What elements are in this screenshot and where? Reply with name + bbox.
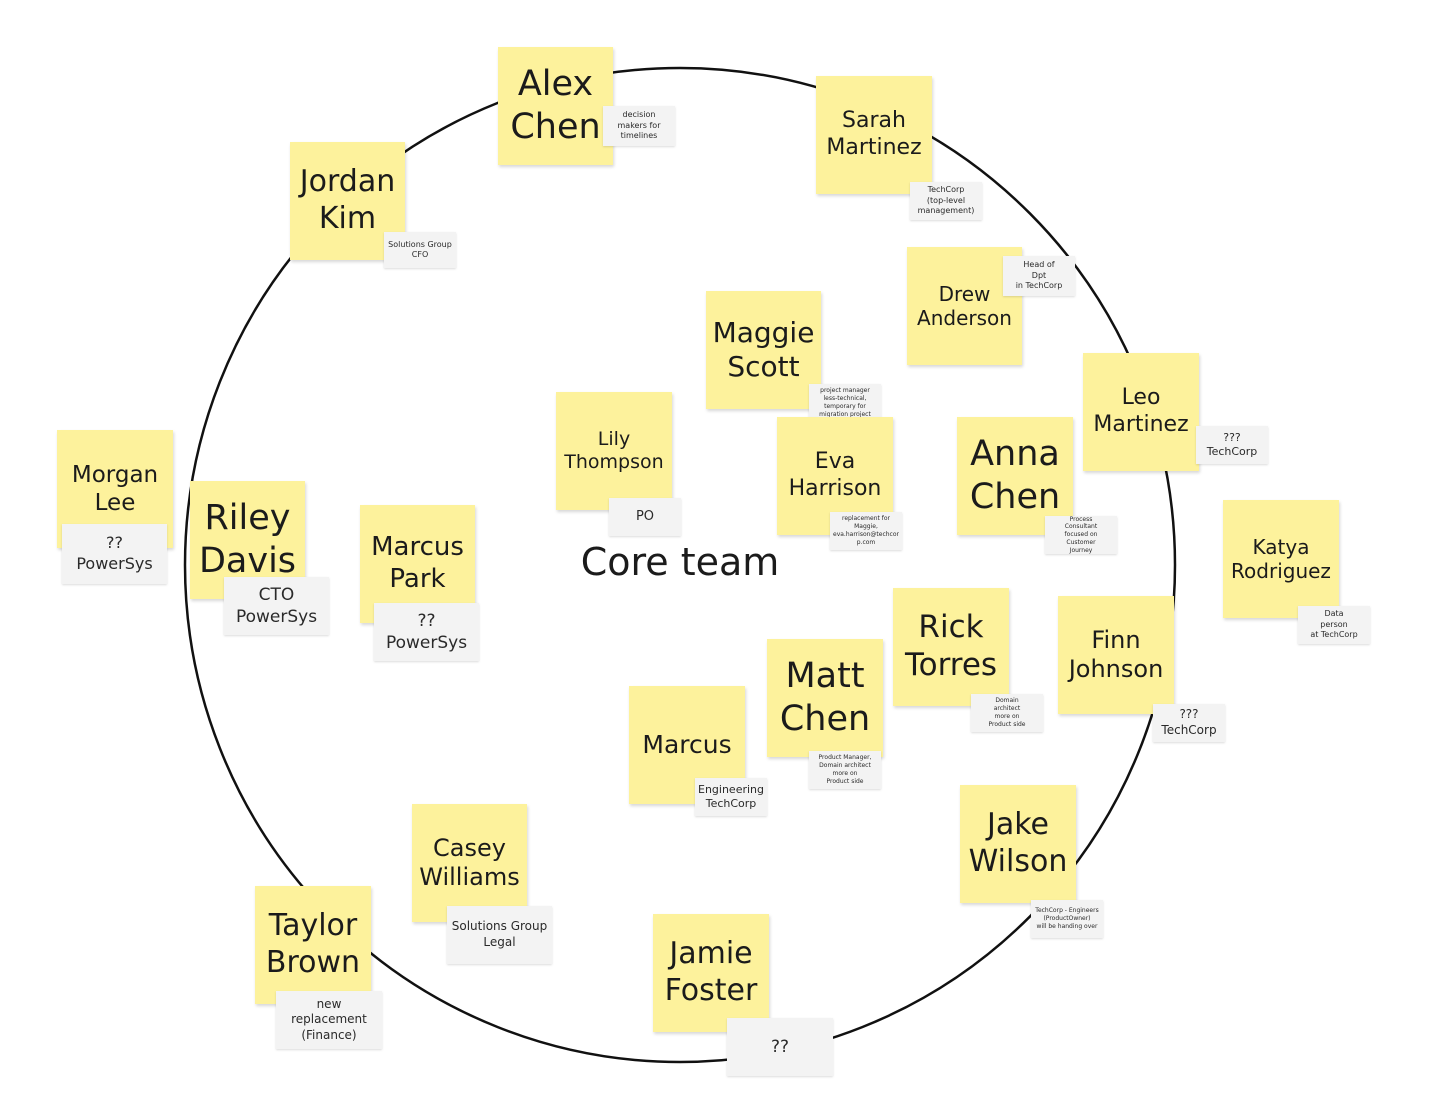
annotation-text: decision makers for timelines — [617, 110, 661, 141]
annotation-card-alex-chen[interactable]: decision makers for timelines — [603, 106, 675, 146]
annotation-card-drew-anderson[interactable]: Head of Dpt in TechCorp — [1003, 256, 1075, 296]
annotation-card-riley-davis[interactable]: CTO PowerSys — [224, 577, 329, 635]
annotation-text: TechCorp - Engineers (ProductOwner) will… — [1035, 907, 1099, 930]
annotation-text: PO — [635, 508, 655, 524]
sticky-note-leo-martinez[interactable]: Leo Martinez — [1083, 353, 1199, 471]
annotation-card-leo-martinez[interactable]: ??? TechCorp — [1196, 426, 1268, 464]
sticky-note-alex-chen[interactable]: Alex Chen — [498, 47, 613, 165]
sticky-note-katya-rodriguez[interactable]: Katya Rodriguez — [1223, 500, 1339, 618]
annotation-card-matt-chen[interactable]: Product Manager, Domain architect more o… — [809, 751, 881, 789]
annotation-card-marcus-park[interactable]: ?? PowerSys — [374, 603, 479, 661]
sticky-label: Maggie Scott — [712, 315, 815, 383]
annotation-text: Data person at TechCorp — [1310, 609, 1358, 640]
sticky-label: Jordan Kim — [299, 164, 396, 236]
annotation-text: ??? TechCorp — [1206, 430, 1258, 458]
sticky-label: Lily Thompson — [564, 427, 664, 473]
annotation-text: ?? PowerSys — [385, 610, 468, 653]
sticky-label: Morgan Lee — [71, 461, 159, 516]
annotation-text: Solutions Group CFO — [388, 239, 452, 259]
sticky-label: Jamie Foster — [664, 936, 758, 1008]
sticky-label: Marcus Park — [371, 532, 464, 594]
sticky-label: Matt Chen — [779, 656, 871, 739]
annotation-card-jordan-kim[interactable]: Solutions Group CFO — [384, 232, 456, 268]
sticky-label: Drew Anderson — [917, 281, 1012, 330]
sticky-label: Riley Davis — [198, 498, 297, 581]
annotation-text: project manager less-technical, temporar… — [819, 387, 871, 418]
annotation-text: ?? PowerSys — [76, 533, 153, 573]
sticky-note-maggie-scott[interactable]: Maggie Scott — [706, 291, 821, 409]
annotation-text: ??? TechCorp — [1161, 707, 1217, 737]
annotation-card-lily-thompson[interactable]: PO — [609, 498, 681, 536]
sticky-note-sarah-martinez[interactable]: Sarah Martinez — [816, 76, 932, 194]
core-team-label: Core team — [580, 540, 780, 584]
sticky-label: Casey Williams — [419, 833, 520, 891]
sticky-label: Alex Chen — [510, 64, 601, 147]
annotation-text: Product Manager, Domain architect more o… — [818, 754, 872, 785]
sticky-label: Marcus — [642, 729, 732, 759]
annotation-text: Solutions Group Legal — [451, 919, 548, 949]
annotation-text: Domain architect more on Product side — [988, 697, 1026, 728]
sticky-note-jamie-foster[interactable]: Jamie Foster — [653, 914, 769, 1032]
annotation-card-taylor-brown[interactable]: new replacement (Finance) — [276, 991, 382, 1049]
annotation-text: new replacement (Finance) — [291, 996, 367, 1042]
annotation-card-anna-chen[interactable]: Process Consultant focused on Customer J… — [1045, 516, 1117, 554]
annotation-text: ?? — [770, 1036, 790, 1057]
annotation-text: Process Consultant focused on Customer J… — [1064, 515, 1098, 554]
annotation-card-morgan-lee[interactable]: ?? PowerSys — [62, 524, 167, 584]
sticky-label: Leo Martinez — [1093, 385, 1189, 437]
annotation-card-casey-williams[interactable]: Solutions Group Legal — [447, 906, 552, 964]
annotation-card-sarah-martinez[interactable]: TechCorp (top-level management) — [910, 182, 982, 220]
annotation-card-jamie-foster[interactable]: ?? — [727, 1018, 833, 1076]
annotation-card-maggie-scott[interactable]: project manager less-technical, temporar… — [809, 384, 881, 422]
sticky-note-casey-williams[interactable]: Casey Williams — [412, 804, 527, 922]
sticky-note-matt-chen[interactable]: Matt Chen — [767, 639, 883, 757]
sticky-label: Finn Johnson — [1068, 625, 1164, 683]
sticky-note-anna-chen[interactable]: Anna Chen — [957, 417, 1073, 535]
annotation-text: replacement for Maggie, eva.harrison@tec… — [833, 515, 899, 546]
sticky-label: Anna Chen — [969, 434, 1061, 517]
sticky-note-lily-thompson[interactable]: Lily Thompson — [556, 392, 672, 510]
sticky-note-drew-anderson[interactable]: Drew Anderson — [907, 247, 1022, 365]
sticky-label: Rick Torres — [904, 609, 998, 683]
sticky-note-rick-torres[interactable]: Rick Torres — [893, 588, 1009, 706]
annotation-card-jake-wilson[interactable]: TechCorp - Engineers (ProductOwner) will… — [1031, 900, 1103, 938]
annotation-card-rick-torres[interactable]: Domain architect more on Product side — [971, 694, 1043, 732]
annotation-card-katya-rodriguez[interactable]: Data person at TechCorp — [1298, 606, 1370, 644]
sticky-label: Taylor Brown — [265, 908, 361, 980]
sticky-note-taylor-brown[interactable]: Taylor Brown — [255, 886, 371, 1004]
annotation-text: TechCorp (top-level management) — [917, 185, 975, 216]
sticky-label: Eva Harrison — [788, 449, 882, 501]
annotation-text: Head of Dpt in TechCorp — [1015, 260, 1063, 291]
annotation-card-eva-harrison[interactable]: replacement for Maggie, eva.harrison@tec… — [830, 512, 902, 550]
annotation-text: Engineering TechCorp — [698, 782, 764, 810]
sticky-note-jake-wilson[interactable]: Jake Wilson — [960, 785, 1076, 903]
sticky-note-finn-johnson[interactable]: Finn Johnson — [1058, 596, 1174, 714]
annotation-card-finn-johnson[interactable]: ??? TechCorp — [1153, 704, 1225, 742]
sticky-label: Katya Rodriguez — [1231, 534, 1331, 583]
annotation-text: CTO PowerSys — [235, 584, 318, 627]
sticky-label: Sarah Martinez — [826, 108, 922, 160]
annotation-card-marcus[interactable]: Engineering TechCorp — [695, 778, 767, 816]
sticky-label: Jake Wilson — [968, 807, 1068, 879]
